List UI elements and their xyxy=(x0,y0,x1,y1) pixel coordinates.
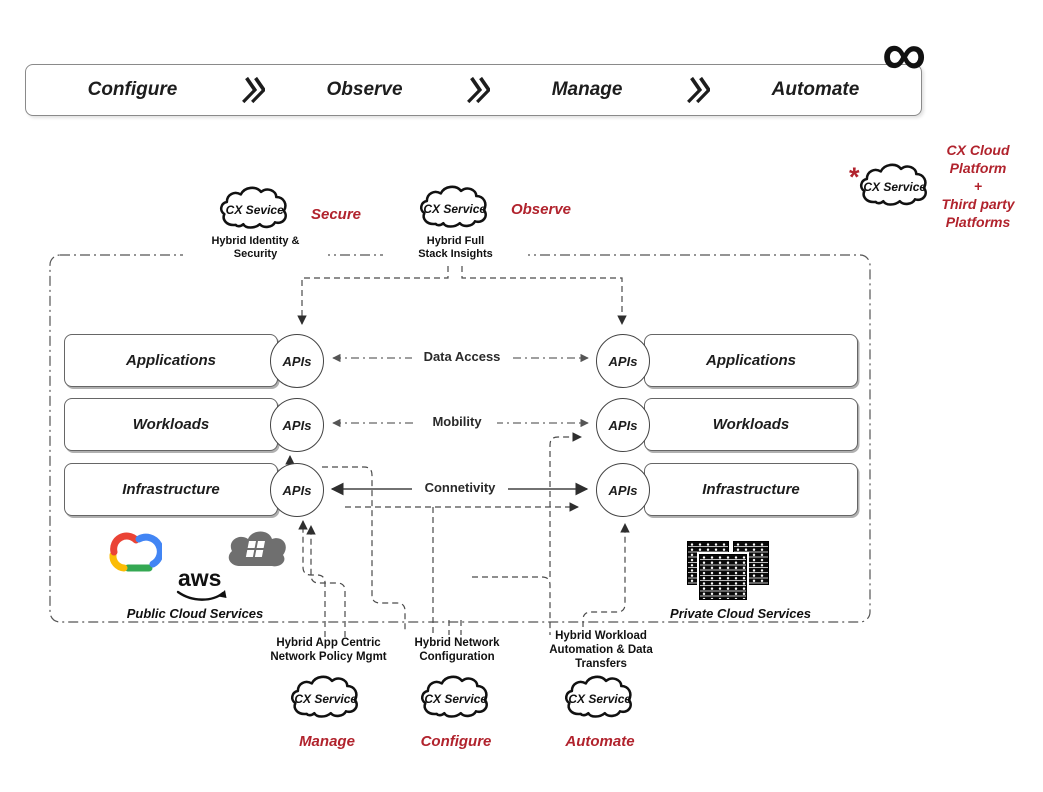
right-infrastructure-box: Infrastructure xyxy=(644,463,858,516)
right-applications-box: Applications xyxy=(644,334,858,387)
banner-step-automate: Automate xyxy=(771,79,860,100)
platform-cloud-label: CX Service xyxy=(863,180,926,194)
public-cloud-caption: Public Cloud Services xyxy=(126,606,264,621)
lifecycle-banner: Configure Observe Manage Automate xyxy=(25,64,922,116)
manage-tag: Manage xyxy=(299,733,355,750)
banner-step-configure: Configure xyxy=(87,79,178,100)
manage-to-left-infra-a xyxy=(298,520,326,637)
infinity-loop-icon: ∞ xyxy=(882,20,927,89)
secure-tag: Secure xyxy=(310,206,362,223)
automate-to-right-workloads xyxy=(549,432,582,577)
private-cloud-caption: Private Cloud Services xyxy=(670,606,811,621)
aws-logo-icon: aws xyxy=(178,565,222,591)
chevron-right-icon xyxy=(687,76,711,104)
secure-cloud-label: CX Sevice xyxy=(226,203,284,217)
left-workloads-box: Workloads xyxy=(64,398,278,451)
banner-step-manage: Manage xyxy=(551,79,623,100)
manage-cloud-label: CX Service xyxy=(294,692,357,706)
automate-tag: Automate xyxy=(565,733,635,750)
configure-service-cloud-icon: CX Service xyxy=(419,671,495,725)
right-workloads-box: Workloads xyxy=(644,398,858,451)
left-workloads-api-circle: APIs xyxy=(270,398,324,452)
google-cloud-logo-icon xyxy=(104,527,164,580)
manage-service-cloud-icon: CX Service xyxy=(289,671,365,725)
right-applications-api-circle: APIs xyxy=(596,334,650,388)
right-infrastructure-api-circle: APIs xyxy=(596,463,650,517)
automate-to-right-infra xyxy=(582,523,630,637)
configure-caption: Hybrid Network Configuration xyxy=(414,637,500,664)
azure-cloud-logo-icon xyxy=(224,527,288,578)
secure-caption: Hybrid Identity & Security xyxy=(183,235,328,262)
manage-caption: Hybrid App Centric Network Policy Mgmt xyxy=(270,637,387,664)
asterisk-icon: * xyxy=(849,162,860,192)
automate-cloud-label: CX Service xyxy=(568,692,631,706)
observe-cloud-label: CX Service xyxy=(423,202,486,216)
left-infrastructure-box: Infrastructure xyxy=(64,463,278,516)
left-applications-box: Applications xyxy=(64,334,278,387)
observe-service-cloud-icon: CX Service xyxy=(418,181,494,235)
manage-to-left-infra-b xyxy=(306,525,346,637)
banner-step-observe: Observe xyxy=(326,79,403,100)
platform-note: CX Cloud Platform + Third party Platform… xyxy=(941,142,1015,230)
configure-cloud-label: CX Service xyxy=(424,692,487,706)
observe-caption: Hybrid Full Stack Insights xyxy=(383,235,528,262)
mobility-label: Mobility xyxy=(417,414,497,429)
aws-smile-icon xyxy=(176,589,228,608)
chevron-right-icon xyxy=(467,76,491,104)
automate-caption: Hybrid Workload Automation & Data Transf… xyxy=(549,630,653,671)
data-access-label: Data Access xyxy=(412,349,512,364)
chevron-right-icon xyxy=(241,76,265,104)
connectivity-label: Connetivity xyxy=(412,480,508,495)
left-infra-to-configure xyxy=(322,466,406,633)
configure-tag: Configure xyxy=(420,733,492,750)
automate-service-cloud-icon: CX Service xyxy=(563,671,639,725)
right-workloads-api-circle: APIs xyxy=(596,398,650,452)
secure-service-cloud-icon: CX Sevice xyxy=(218,182,294,236)
automate-horizontal xyxy=(472,576,551,635)
observe-tag: Observe xyxy=(510,201,572,218)
platform-service-cloud-icon: CX Service xyxy=(858,159,934,213)
left-applications-api-circle: APIs xyxy=(270,334,324,388)
left-infrastructure-api-circle: APIs xyxy=(270,463,324,517)
server-rack-icon xyxy=(699,554,747,600)
